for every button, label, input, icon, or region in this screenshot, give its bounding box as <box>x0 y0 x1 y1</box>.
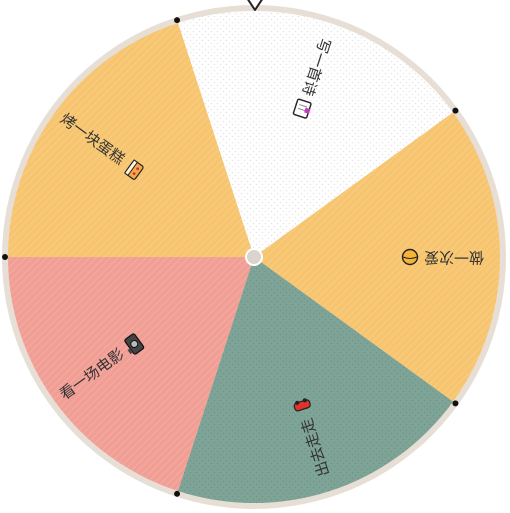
rim-peg <box>174 17 181 24</box>
notebook-icon <box>292 98 312 119</box>
wheel-slice <box>8 23 254 257</box>
cake-icon <box>124 159 144 180</box>
rim-peg <box>174 490 181 497</box>
wheel-slice <box>177 257 454 503</box>
wheel-slices <box>7 11 500 503</box>
rim-peg <box>452 400 459 407</box>
rim-peg <box>452 107 459 114</box>
slice-label-group: 做一次爱 <box>401 248 484 267</box>
wheel-slice <box>177 11 454 258</box>
wheel-slice <box>254 112 500 402</box>
slice-label: 做一次爱 <box>424 249 484 267</box>
red-car-icon <box>293 398 311 412</box>
camera-icon <box>124 333 145 355</box>
pointer-triangle-icon <box>247 0 263 11</box>
peach-icon <box>401 248 419 266</box>
wheel-slice <box>7 257 255 491</box>
rim-peg <box>2 254 8 260</box>
wheel-pegs <box>2 17 459 497</box>
hub-icon <box>245 248 263 266</box>
